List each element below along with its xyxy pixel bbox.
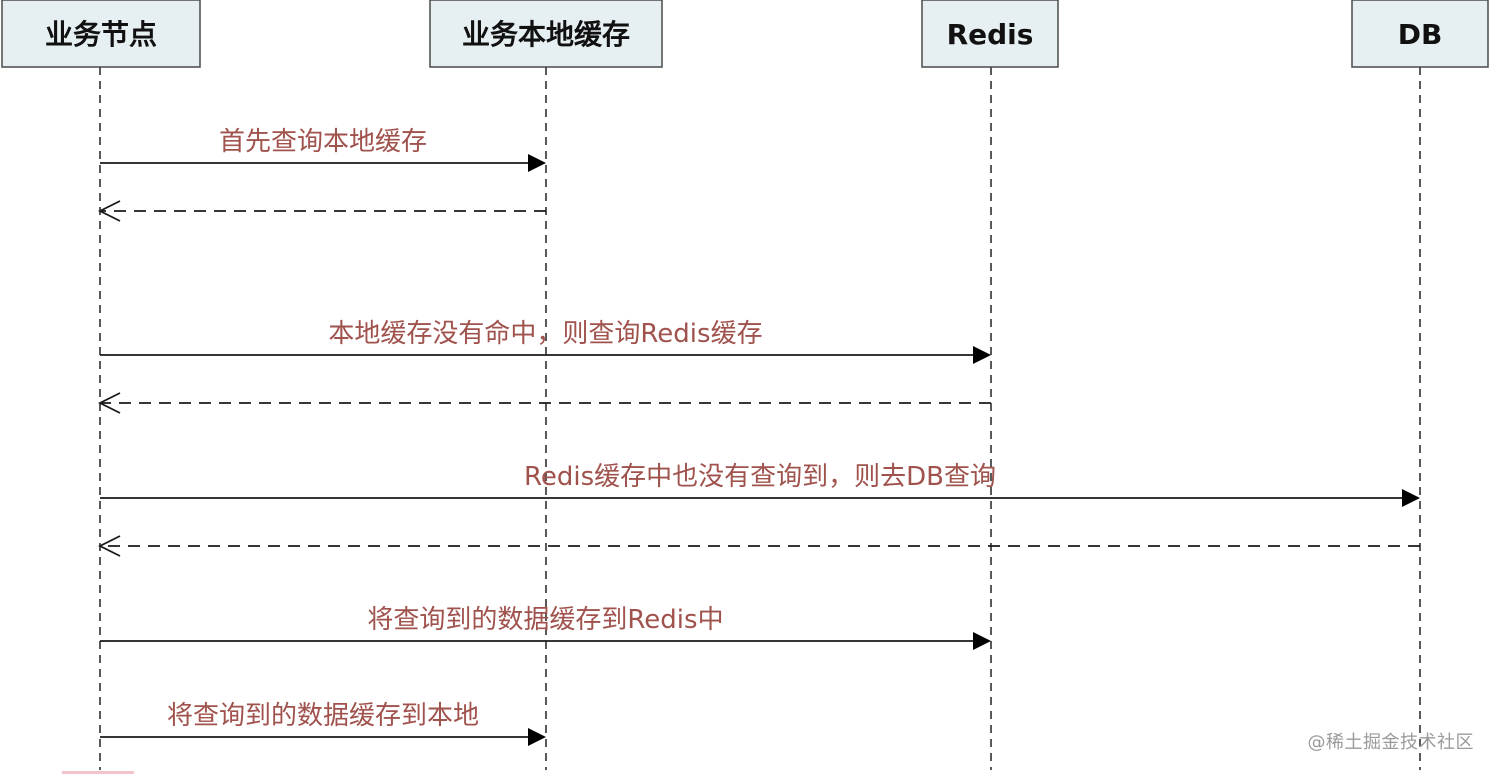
message-label-5: Redis缓存中也没有查询到，则去DB查询	[524, 462, 996, 492]
arrowhead-open-2	[97, 200, 121, 222]
message-6	[97, 535, 1420, 557]
actor-label-local: 业务本地缓存	[462, 18, 630, 51]
message-7: 将查询到的数据缓存到Redis中	[100, 605, 991, 650]
message-8: 将查询到的数据缓存到本地	[100, 701, 546, 746]
actor-db: DB	[1351, 0, 1489, 68]
actor-label-db: DB	[1398, 18, 1443, 51]
message-1: 首先查询本地缓存	[100, 127, 546, 172]
message-5: Redis缓存中也没有查询到，则去DB查询	[100, 462, 1420, 507]
actor-redis: Redis	[921, 0, 1059, 68]
arrowhead-solid-3	[973, 346, 991, 364]
arrowhead-solid-5	[1402, 489, 1420, 507]
actor-local: 业务本地缓存	[429, 0, 663, 68]
watermark-text: @稀土掘金技术社区	[1307, 732, 1474, 753]
arrowhead-open-6	[97, 535, 121, 557]
message-2	[97, 200, 546, 222]
bottom-edge-mark	[62, 771, 134, 774]
message-4	[97, 392, 991, 414]
actor-label-node: 业务节点	[45, 18, 157, 51]
message-label-7: 将查询到的数据缓存到Redis中	[367, 605, 723, 635]
actor-node: 业务节点	[1, 0, 201, 68]
message-3: 本地缓存没有命中，则查询Redis缓存	[100, 319, 991, 364]
actor-box-local	[429, 0, 663, 68]
arrowhead-solid-7	[973, 632, 991, 650]
arrowhead-solid-8	[528, 728, 546, 746]
actor-box-node	[1, 0, 201, 68]
message-label-3: 本地缓存没有命中，则查询Redis缓存	[328, 319, 762, 349]
actor-box-db	[1351, 0, 1489, 68]
actor-box-redis	[921, 0, 1059, 68]
arrowhead-solid-1	[528, 154, 546, 172]
message-label-1: 首先查询本地缓存	[219, 127, 427, 157]
message-label-8: 将查询到的数据缓存到本地	[167, 701, 479, 731]
actor-label-redis: Redis	[947, 18, 1034, 51]
arrowhead-open-4	[97, 392, 121, 414]
